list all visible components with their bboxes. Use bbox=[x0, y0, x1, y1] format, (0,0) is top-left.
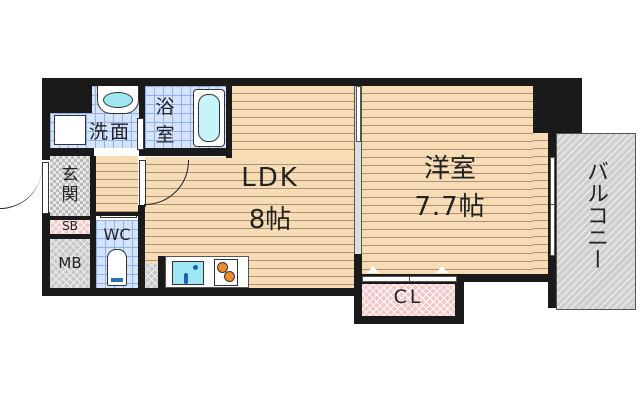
balcony-label: バルコニー bbox=[583, 160, 608, 270]
ldk-size: 8帖 bbox=[248, 205, 292, 235]
shoe-box-area bbox=[50, 220, 90, 234]
closet-door-marker-right bbox=[436, 266, 448, 273]
partition-wall bbox=[354, 86, 362, 296]
bathroom-label-top: 浴 bbox=[155, 96, 175, 118]
shoe-box-label: SB bbox=[62, 219, 78, 233]
entrance-label-bottom: 関 bbox=[61, 185, 79, 205]
toilet-icon bbox=[107, 249, 127, 286]
kitchen-pipe-space bbox=[145, 263, 158, 288]
sink-icon bbox=[172, 261, 204, 285]
toilet-label: WC bbox=[103, 225, 131, 244]
western-room-label: 洋室 bbox=[423, 154, 476, 184]
meter-box-label: MB bbox=[58, 254, 82, 272]
closet-door-left[interactable] bbox=[362, 276, 410, 282]
western-room-floor bbox=[362, 86, 533, 274]
entrance-label-top: 玄 bbox=[61, 165, 79, 185]
bathroom-door[interactable] bbox=[137, 118, 144, 150]
washroom-label: 洗面 bbox=[88, 121, 131, 143]
outer-wall-bottom-right bbox=[455, 274, 555, 282]
washbasin-icon bbox=[97, 86, 139, 114]
closet-door-right[interactable] bbox=[409, 276, 457, 282]
outer-wall-left-lower bbox=[42, 212, 50, 296]
front-door-swing-arc bbox=[0, 162, 42, 209]
bathtub-icon bbox=[193, 89, 225, 147]
outer-wall-top bbox=[42, 78, 582, 86]
western-room-floor-right bbox=[533, 133, 548, 274]
sb-wall bbox=[42, 216, 96, 220]
closet-label: CL bbox=[393, 286, 424, 308]
balcony-window-lower[interactable] bbox=[550, 204, 555, 256]
meter-box-area bbox=[50, 239, 90, 288]
ldk-label: LDK bbox=[241, 163, 299, 193]
corner-pillar-right bbox=[533, 78, 582, 133]
outer-wall-left bbox=[42, 78, 50, 160]
bath-wall-bottom bbox=[139, 148, 232, 156]
wc-wall-left bbox=[90, 216, 96, 288]
outer-wall-bottom-left bbox=[42, 288, 357, 296]
balcony-area bbox=[556, 133, 636, 310]
balcony-window-upper[interactable] bbox=[550, 157, 555, 209]
western-room-size: 7.7帖 bbox=[414, 192, 486, 222]
entrance-floor bbox=[50, 156, 90, 216]
washing-machine-icon bbox=[54, 115, 86, 145]
wc-wall-right bbox=[138, 216, 145, 288]
closet-area bbox=[362, 284, 455, 316]
stove-icon bbox=[214, 259, 238, 286]
bath-wall-right bbox=[226, 86, 232, 158]
sb-mb-divider bbox=[50, 234, 90, 239]
partition-door[interactable] bbox=[356, 86, 361, 142]
washroom-left-block bbox=[50, 86, 92, 113]
closet-door-marker-left bbox=[367, 266, 379, 273]
bathroom-label-bottom: 室 bbox=[155, 124, 175, 146]
entrance-wall-right bbox=[90, 156, 96, 216]
entrance-wall-top bbox=[42, 148, 94, 156]
hall-wall-right-lower bbox=[138, 205, 145, 216]
front-door[interactable] bbox=[42, 162, 49, 214]
hallway-floor bbox=[96, 156, 138, 216]
hall-wall-bottom bbox=[96, 212, 138, 216]
kitchen-wall bbox=[158, 256, 165, 288]
